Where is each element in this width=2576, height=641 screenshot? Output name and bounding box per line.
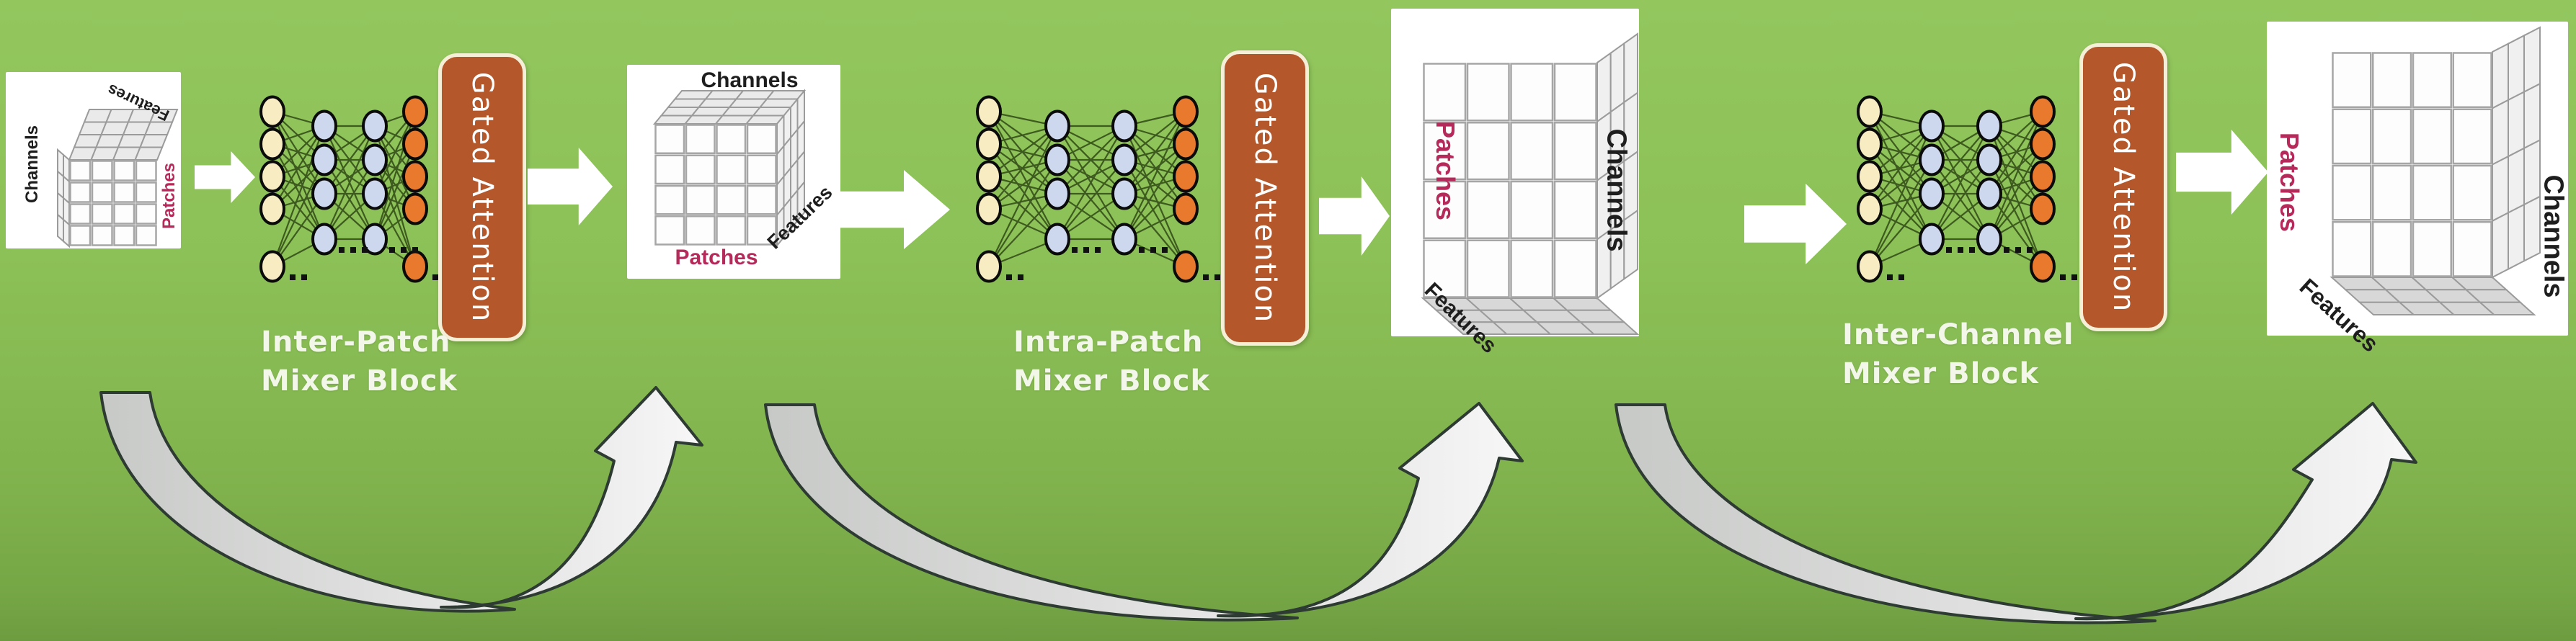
axis-label-channels: Channels	[701, 68, 799, 92]
swoosh-group	[99, 386, 2417, 624]
arrow-right-icon	[835, 170, 950, 249]
label-inter-patch-mixer-block: Inter-Patch Mixer Block	[261, 323, 458, 400]
swoosh-2-arrowhead	[1217, 402, 1524, 618]
arrow-right-icon	[1744, 184, 1847, 264]
tensor-cube-icon	[2329, 26, 2541, 315]
label-line-2: Mixer Block	[261, 364, 458, 398]
arrow-right-icon	[195, 151, 255, 203]
swoosh-3-arrowhead	[2074, 402, 2417, 621]
swoosh-3-descender	[1615, 403, 2157, 624]
label-inter-channel-mixer-block: Inter-Channel Mixer Block	[1842, 315, 2074, 393]
arrow-right-icon	[2176, 130, 2268, 215]
label-line-1: Inter-Patch	[261, 326, 451, 359]
label-intra-patch-mixer-block: Intra-Patch Mixer Block	[1013, 323, 1210, 400]
card-output-tensor: Patches Channels Features	[2267, 22, 2569, 357]
axis-label-patches: Patches	[159, 162, 179, 230]
swoosh-1-arrowhead	[440, 386, 703, 609]
card-tensor-3: Patches Channels Features	[1391, 9, 1639, 358]
gated-attention-label: Gated Attention	[2107, 61, 2140, 313]
axis-label-patches: Patches	[1431, 120, 1460, 221]
swoosh-2-descender	[764, 403, 1299, 622]
axis-label-patches: Patches	[675, 246, 758, 269]
axis-label-channels: Channels	[22, 125, 42, 204]
label-line-1: Inter-Channel	[1842, 318, 2074, 351]
axis-label-patches: Patches	[2275, 132, 2304, 233]
gated-attention-block: Gated Attention	[438, 53, 526, 341]
swoosh-1-descender	[99, 391, 516, 613]
axis-label-channels: Channels	[2538, 174, 2569, 298]
mlp-diagram-intra-patch	[976, 95, 1220, 283]
axis-label-channels: Channels	[1601, 128, 1632, 252]
mlp-diagram-inter-channel	[1857, 95, 2077, 283]
mlp-diagram-inter-patch	[259, 95, 450, 283]
label-line-2: Mixer Block	[1842, 357, 2040, 390]
tensor-cube-icon	[652, 89, 807, 248]
gated-attention-label: Gated Attention	[1248, 72, 1282, 324]
card-input-tensor: Channels Features Patches	[6, 72, 181, 248]
tensor-cube-icon	[57, 109, 179, 248]
tensor-cube-icon	[1421, 32, 1639, 335]
gated-attention-label: Gated Attention	[466, 71, 499, 323]
gated-attention-block: Gated Attention	[2079, 43, 2167, 331]
card-tensor-2: Channels Patches Features	[627, 65, 840, 279]
label-line-1: Intra-Patch	[1013, 326, 1204, 359]
arrow-right-icon	[528, 148, 613, 225]
gated-attention-block: Gated Attention	[1221, 50, 1309, 346]
label-line-2: Mixer Block	[1013, 364, 1211, 398]
arrow-right-icon	[1319, 176, 1390, 256]
